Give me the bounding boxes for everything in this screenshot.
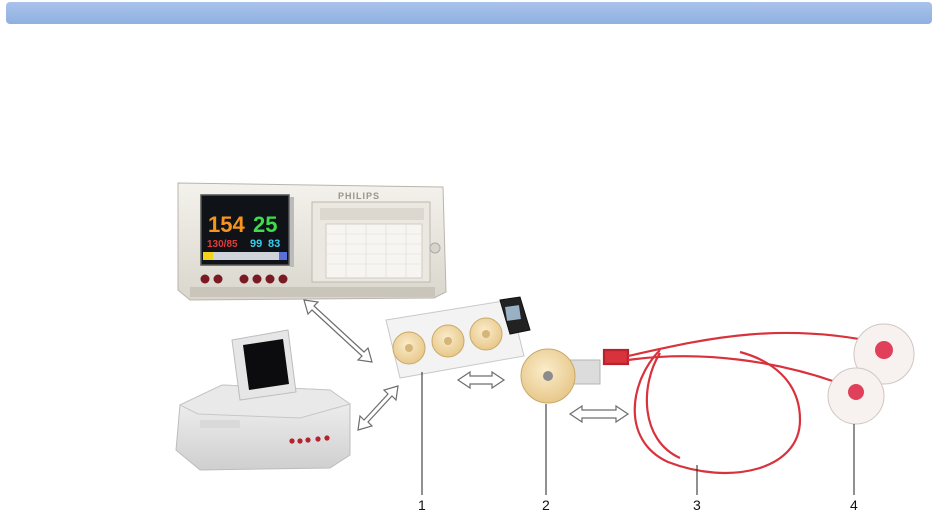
callout-4: 4 — [850, 497, 858, 513]
transducer-hub — [386, 297, 530, 378]
bp-value: 130/85 — [207, 239, 238, 250]
fetal-monitor: 154 25 130/85 99 83 PHILIPS — [178, 183, 446, 300]
wireless-transducer — [521, 349, 600, 403]
hr-main-value: 154 — [208, 212, 245, 237]
spo2-value: 99 — [250, 238, 262, 250]
pulse-value: 83 — [268, 238, 280, 250]
base-station — [176, 330, 350, 470]
electrode-pads — [828, 324, 914, 424]
brand-logo: PHILIPS — [338, 191, 380, 201]
callout-3: 3 — [693, 497, 701, 513]
callout-2: 2 — [542, 497, 550, 513]
callout-1: 1 — [418, 497, 426, 513]
hr-secondary-value: 25 — [253, 212, 277, 237]
